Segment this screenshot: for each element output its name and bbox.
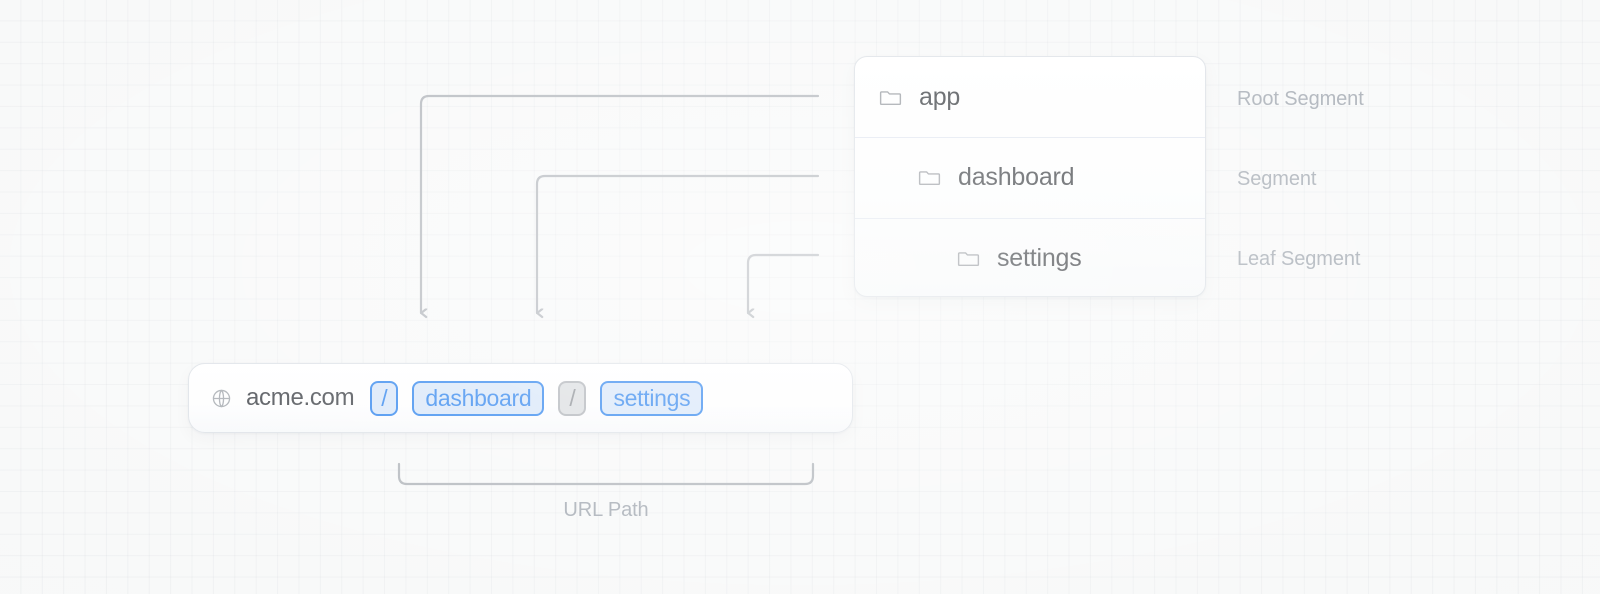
annotation-leaf-segment: Leaf Segment [1237,248,1361,270]
url-host-text: acme.com [246,384,355,411]
tree-row-label: app [919,82,961,111]
url-path-caption: URL Path [563,499,649,521]
folder-icon [918,171,941,186]
url-bar[interactable]: acme.com / dashboard / settings [188,363,853,433]
tree-row-app[interactable]: app [855,57,1205,137]
globe-icon [212,389,231,407]
url-separator-chip-2[interactable]: / [558,380,587,416]
url-segment-chip-dashboard[interactable]: dashboard [412,380,545,416]
tree-row-settings[interactable]: settings [855,217,1205,296]
url-segment-chip-settings[interactable]: settings [600,380,704,416]
folder-icon [957,251,980,266]
annotation-root-segment: Root Segment [1237,88,1364,110]
tree-row-label: settings [997,243,1082,272]
folder-tree-card: app dashboard settings [854,56,1206,297]
folder-icon [879,90,902,105]
url-separator-chip-1[interactable]: / [370,380,399,416]
tree-row-label: dashboard [958,163,1075,192]
annotation-segment: Segment [1237,168,1317,190]
tree-row-dashboard[interactable]: dashboard [855,137,1205,217]
